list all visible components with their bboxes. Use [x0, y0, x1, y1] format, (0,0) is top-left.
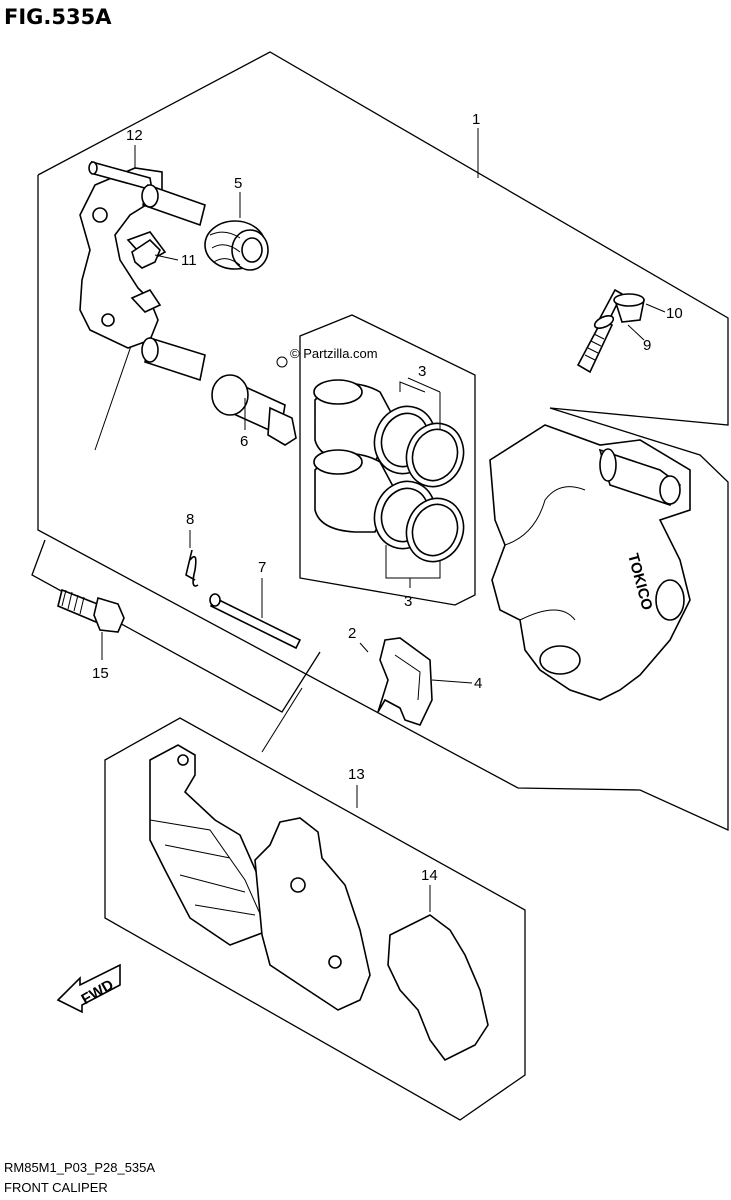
- pad-spring-clip: [131, 238, 161, 269]
- loose-parts-outline: [31, 539, 321, 713]
- pin-boot: [204, 220, 269, 271]
- callout-9: 9: [643, 337, 651, 354]
- model-code: RM85M1_P03_P28_535A: [4, 1160, 155, 1175]
- callout-8: 8: [186, 511, 194, 528]
- pad-pin: [209, 593, 302, 650]
- pad-shim: [254, 817, 371, 1011]
- lower-slide-pin: [141, 336, 297, 446]
- watermark-dot: [276, 356, 288, 368]
- caliper-assembly-outline: [37, 51, 729, 832]
- seal-group-outline: [299, 314, 476, 606]
- pad-spring: [377, 637, 433, 726]
- forward-arrow-icon: FWD: [56, 963, 121, 1014]
- mounting-bolt: [57, 588, 125, 633]
- callout-leaders: [101, 128, 666, 912]
- pad-leader-line: [261, 687, 303, 753]
- watermark-text: © Partzilla.com: [290, 346, 378, 361]
- brake-pad-inner: [387, 914, 489, 1062]
- callout-6: 6: [240, 433, 248, 450]
- seal-leader-top: [399, 381, 426, 393]
- bleeder-cap: [613, 293, 645, 323]
- callout-14: 14: [421, 867, 438, 884]
- callout-11: 11: [181, 252, 197, 269]
- seal-bracket-bottom: [385, 545, 441, 579]
- callout-12: 12: [126, 127, 143, 144]
- figure-title: FIG.535A: [4, 5, 112, 29]
- piston-seals: [373, 405, 465, 563]
- callout-3-top: 3: [418, 363, 426, 380]
- seal-bracket-top: [407, 377, 441, 393]
- callout-1: 1: [472, 111, 480, 128]
- brake-pad-outer: [149, 744, 271, 946]
- callout-4: 4: [474, 675, 482, 692]
- upper-slide-pin: [88, 160, 206, 227]
- figure-caption: FRONT CALIPER: [4, 1180, 108, 1195]
- pad-set-outline: [104, 717, 526, 1121]
- callout-2: 2: [348, 625, 356, 642]
- callout-15: 15: [92, 665, 109, 682]
- callout-13: 13: [348, 766, 365, 783]
- callout-3-bottom: 3: [404, 593, 412, 610]
- callout-10: 10: [666, 305, 683, 322]
- r-clip: [185, 549, 199, 587]
- callout-7: 7: [258, 559, 266, 576]
- callout-5: 5: [234, 175, 242, 192]
- caliper-body: TOKICO: [489, 424, 691, 701]
